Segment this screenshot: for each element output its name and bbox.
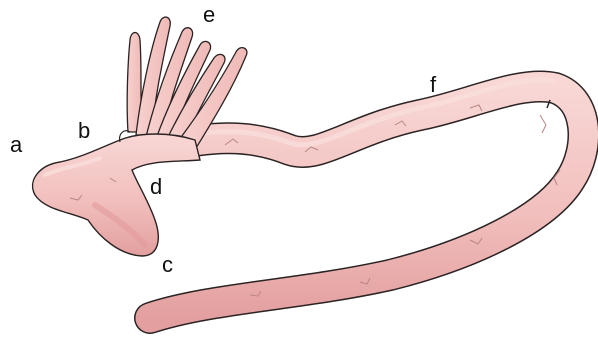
stomach — [33, 131, 200, 256]
label-a: a — [10, 132, 23, 157]
label-c: c — [162, 252, 173, 277]
label-f: f — [430, 72, 437, 97]
label-e: e — [203, 2, 215, 27]
label-d: d — [150, 174, 162, 199]
label-b: b — [78, 118, 90, 143]
